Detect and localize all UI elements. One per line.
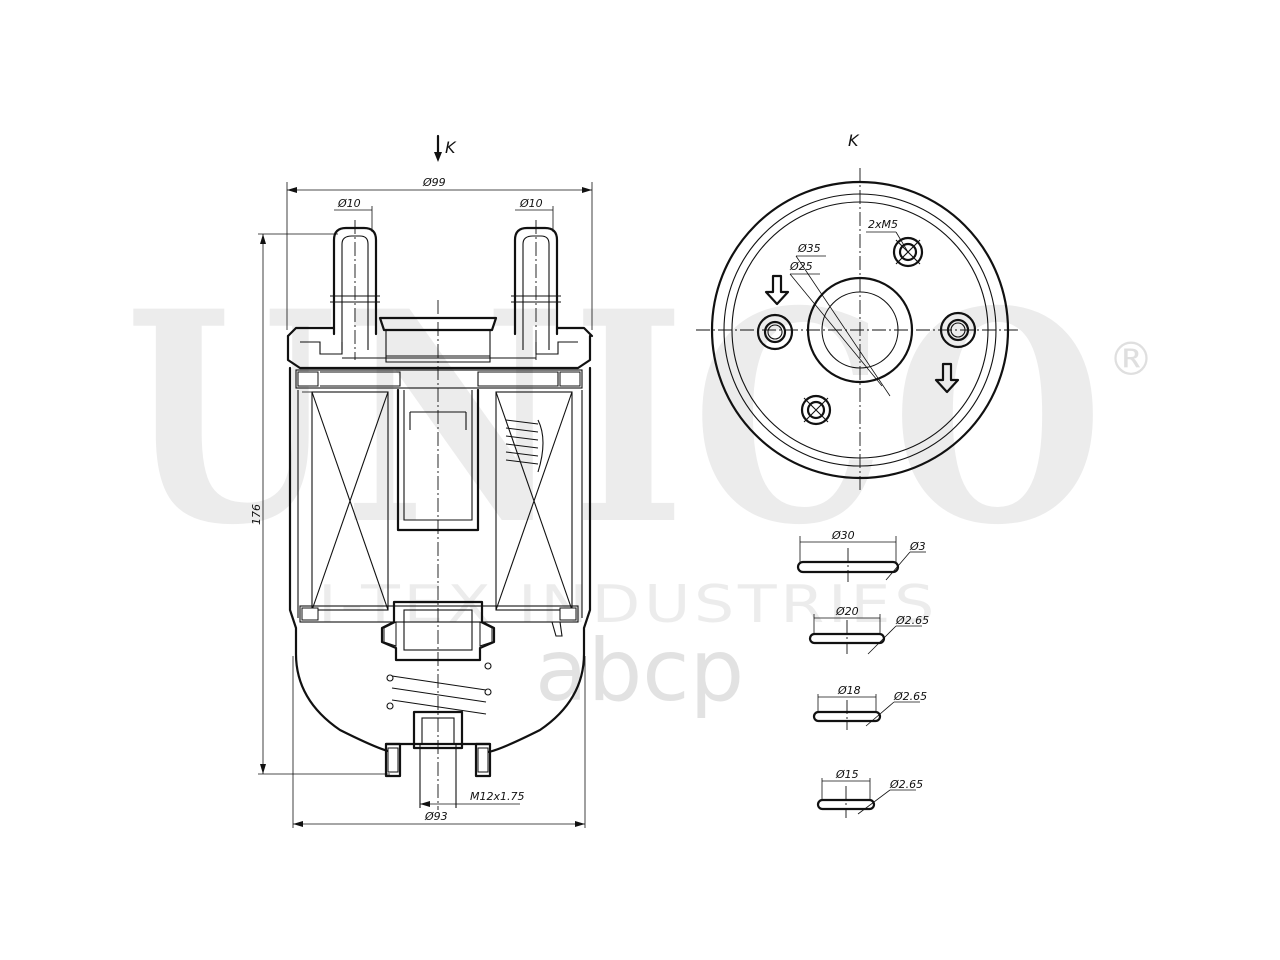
oring-1-section: Ø3 (909, 540, 926, 553)
flow-out-arrow-icon (934, 362, 960, 394)
port-left (756, 313, 794, 351)
dim-base-diameter: Ø93 (424, 810, 448, 823)
inlet-pipe-left (330, 220, 380, 360)
watermark-brand: UNICO (125, 249, 1110, 589)
oring-4-inner: Ø15 (835, 768, 859, 781)
oring-2-inner: Ø20 (835, 605, 859, 618)
top-view: K (696, 131, 1018, 492)
watermark-subline: I-TEX INDUSTRIES (318, 575, 938, 635)
center-boss (806, 276, 914, 384)
watermark-store: abcp (535, 621, 744, 721)
oring-3: Ø18 Ø2.65 (812, 684, 927, 730)
bottom-seal-plate (299, 605, 579, 623)
oring-3-inner: Ø18 (837, 684, 861, 697)
oring-3-section: Ø2.65 (893, 690, 927, 703)
top-cover (286, 316, 594, 370)
dim-outer-diameter: Ø99 (422, 176, 446, 189)
center-bore (821, 291, 899, 369)
spring-upper (505, 419, 544, 473)
dim-inlet-left: Ø10 (337, 197, 361, 210)
oring-2-section: Ø2.65 (895, 614, 929, 627)
oring-4-section: Ø2.65 (889, 778, 923, 791)
upper-seal (295, 369, 583, 389)
thread-hole-lower (800, 394, 832, 426)
dim-bore-25: Ø25 (789, 260, 813, 273)
oring-1-inner: Ø30 (831, 529, 855, 542)
watermark-registered-mark: ® (1108, 332, 1154, 386)
filter-element-left (302, 391, 389, 611)
filter-housing (288, 366, 592, 754)
view-arrow-icon (434, 134, 442, 162)
oring-list: Ø30 Ø3 Ø20 Ø2.65 Ø18 Ø2.65 (796, 529, 929, 818)
port-right (939, 311, 977, 349)
dim-inlet-right: Ø10 (519, 197, 543, 210)
oring-1: Ø30 Ø3 (796, 529, 926, 582)
view-marker-label: K (445, 138, 457, 157)
dim-thread: M12x1.75 (470, 790, 525, 803)
oring-2: Ø20 Ø2.65 (808, 605, 929, 655)
drain-valve (384, 710, 492, 808)
watermark: UNICO ® I-TEX INDUSTRIES abcp (125, 249, 1154, 721)
dim-height: 176 (250, 504, 263, 525)
flow-in-arrow-icon (764, 274, 790, 306)
side-view: K Ø99 Ø10 Ø10 176 (250, 134, 594, 828)
inlet-pipe-right (511, 220, 561, 360)
center-tube (396, 300, 480, 810)
lower-cup (380, 600, 496, 662)
top-view-label: K (848, 131, 860, 150)
dim-threads: 2xM5 (868, 218, 898, 231)
drain-spring (386, 662, 492, 715)
oring-4: Ø15 Ø2.65 (816, 768, 923, 818)
dim-bore-35: Ø35 (797, 242, 821, 255)
